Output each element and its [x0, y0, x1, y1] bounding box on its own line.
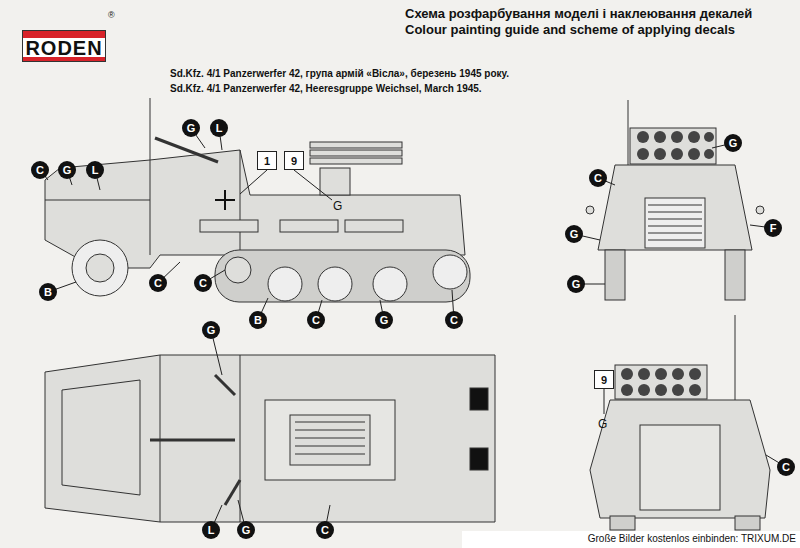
colour-callout: B — [249, 311, 267, 329]
colour-callout: C — [316, 521, 334, 539]
colour-callout: B — [39, 283, 57, 301]
callout-text: B — [254, 314, 262, 326]
callout-text: 1 — [264, 155, 270, 167]
variant-caption: Sd.Kfz. 4/1 Panzerwerfer 42, Heeresgrupp… — [170, 83, 482, 94]
colour-callout: C — [194, 274, 212, 292]
colour-callout: G — [724, 134, 742, 152]
callout-text: RODEN — [25, 37, 102, 60]
colour-callout: L — [86, 161, 104, 179]
callout-text: G — [380, 314, 389, 326]
colour-callout: G — [565, 225, 583, 243]
registered-mark: ® — [108, 10, 115, 20]
colour-callout: L — [202, 521, 220, 539]
colour-callout: C — [149, 274, 167, 292]
colour-callout: G — [237, 521, 255, 539]
colour-callout: C — [31, 161, 49, 179]
callout-text: 9 — [291, 155, 297, 167]
callout-text: C — [36, 164, 44, 176]
callout-text: G — [570, 228, 579, 240]
callout-text: L — [216, 122, 223, 134]
callout-text: G — [63, 164, 72, 176]
callout-text: G — [187, 122, 196, 134]
callout-text: F — [770, 222, 777, 234]
page-subtitle: Colour painting guide and scheme of appl… — [405, 22, 735, 37]
colour-callout: L — [210, 119, 228, 137]
watermark: Große Bilder kostenlos einbinden: TRIXUM… — [588, 533, 796, 544]
callout-text: L — [208, 524, 215, 536]
brand-logo: RODEN — [22, 30, 106, 62]
callout-text: G — [242, 524, 251, 536]
colour-callout: F — [764, 219, 782, 237]
callout-text: B — [44, 286, 52, 298]
decal-letter: G — [333, 199, 342, 213]
callout-text: G — [729, 137, 738, 149]
decal-number-box: 1 — [257, 151, 277, 170]
colour-callout: G — [375, 311, 393, 329]
colour-callout: G — [58, 161, 76, 179]
callout-text: G — [207, 324, 216, 336]
colour-callout: G — [202, 321, 220, 339]
decal-number-box: 9 — [284, 151, 304, 170]
decal-letter: G — [598, 417, 607, 431]
callout-text: C — [312, 314, 320, 326]
colour-callout: C — [589, 169, 607, 187]
colour-callout: C — [777, 458, 795, 476]
page-title: Схема розфарбування моделі і наклеювання… — [405, 6, 752, 21]
callout-text: C — [154, 277, 162, 289]
callout-text: C — [782, 461, 790, 473]
colour-callout: C — [307, 311, 325, 329]
callout-text: 9 — [601, 374, 607, 386]
callout-text: C — [199, 277, 207, 289]
colour-callout: C — [445, 311, 463, 329]
callout-text: G — [572, 278, 581, 290]
callout-text: L — [92, 164, 99, 176]
decal-number-box: 9 — [594, 370, 614, 389]
colour-callout: G — [182, 119, 200, 137]
callout-text: C — [594, 172, 602, 184]
callout-text: C — [321, 524, 329, 536]
callout-text: C — [450, 314, 458, 326]
variant-caption: Sd.Kfz. 4/1 Panzerwerfer 42, група армій… — [170, 68, 509, 79]
colour-callout: G — [567, 275, 585, 293]
